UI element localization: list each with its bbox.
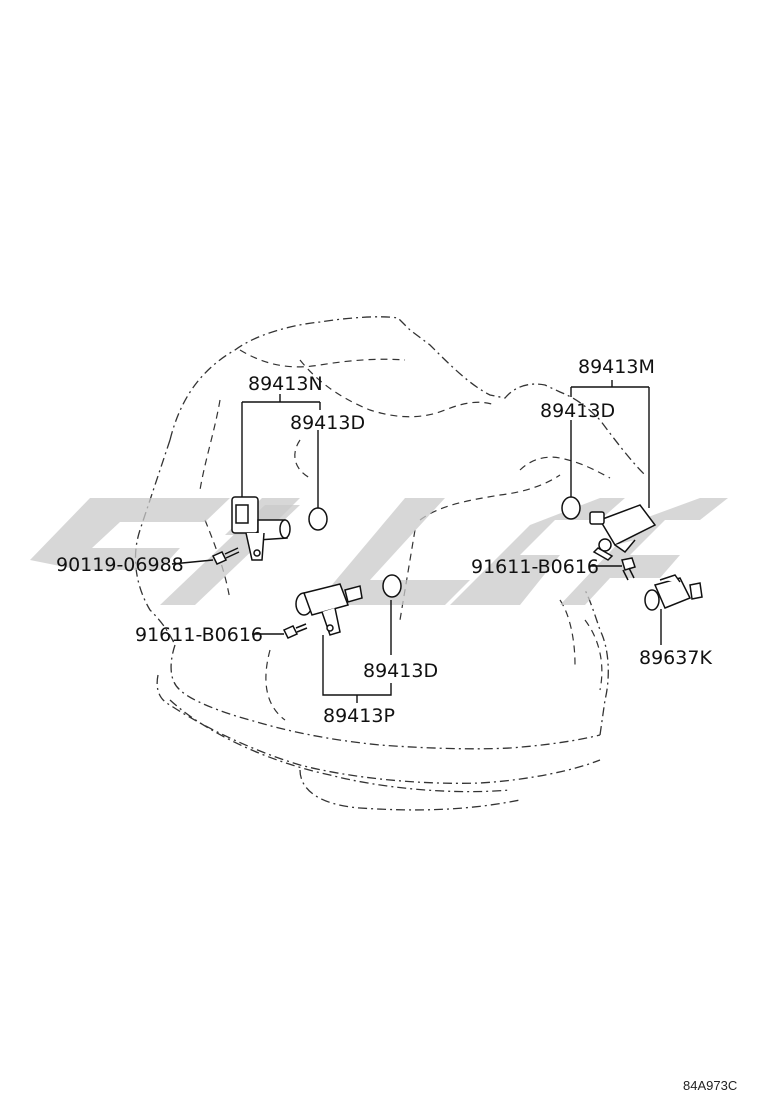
callout-oring-right: 89413D (540, 400, 615, 422)
transmission-housing-outline (134, 316, 646, 750)
leader-lines (171, 380, 662, 703)
callout-bolt-right: 91611-B0616 (471, 556, 599, 578)
bolt-center-part (282, 623, 308, 639)
callout-bolt-center: 91611-B0616 (135, 624, 263, 646)
watermark-logo (30, 498, 728, 605)
callout-switch-right: 89637K (639, 647, 712, 669)
sensor-right-part (589, 504, 657, 561)
oring-center-part (382, 574, 402, 598)
callout-oring-center: 89413D (363, 660, 438, 682)
bolt-left-part (211, 547, 240, 565)
sensor-center-part (295, 583, 363, 636)
callout-sensor-left: 89413N (248, 373, 323, 395)
callout-sensor-right: 89413M (578, 356, 655, 378)
callout-bolt-left: 90119-06988 (56, 554, 184, 576)
callout-sensor-center: 89413P (323, 705, 395, 727)
sensor-left-part (231, 496, 291, 561)
oring-left-part (308, 507, 328, 531)
callout-oring-left: 89413D (290, 412, 365, 434)
oring-right-part (561, 496, 581, 520)
oil-pan-outline (156, 674, 601, 811)
bolt-right-part (621, 557, 636, 581)
drawing-code: 84A973C (683, 1078, 737, 1093)
switch-right-part (644, 574, 703, 611)
